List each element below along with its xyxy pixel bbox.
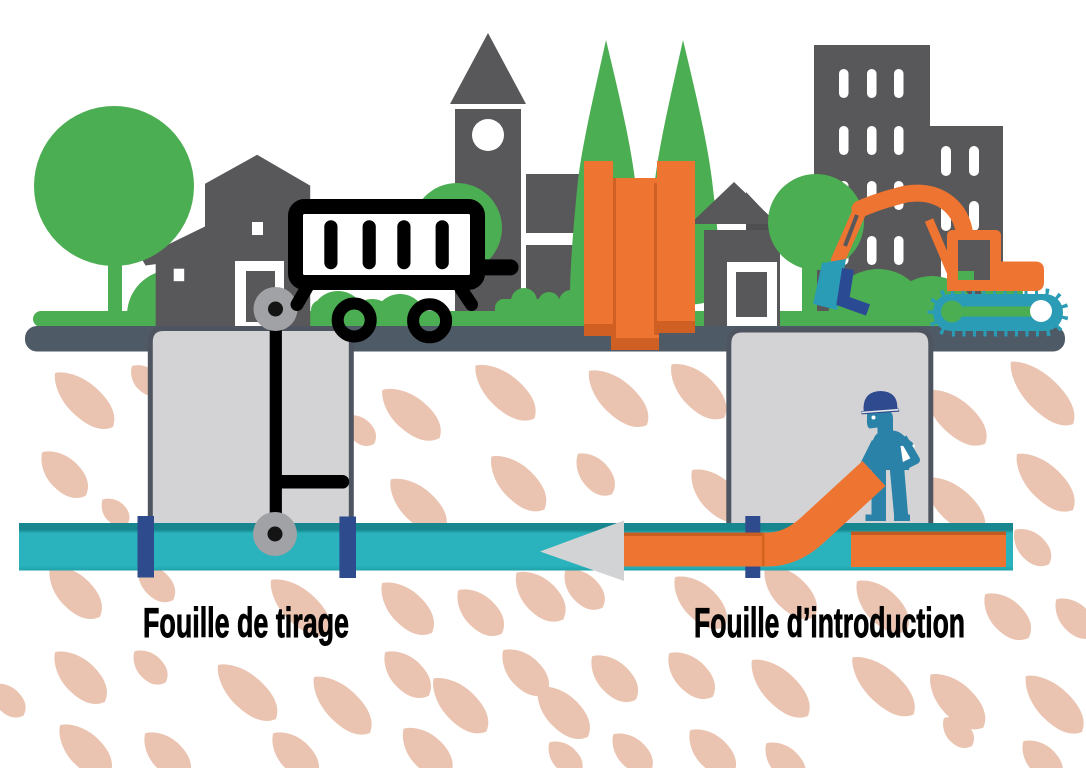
- svg-text:Fouille d’introduction: Fouille d’introduction: [694, 599, 965, 646]
- svg-text:Fouille de tirage: Fouille de tirage: [143, 599, 349, 646]
